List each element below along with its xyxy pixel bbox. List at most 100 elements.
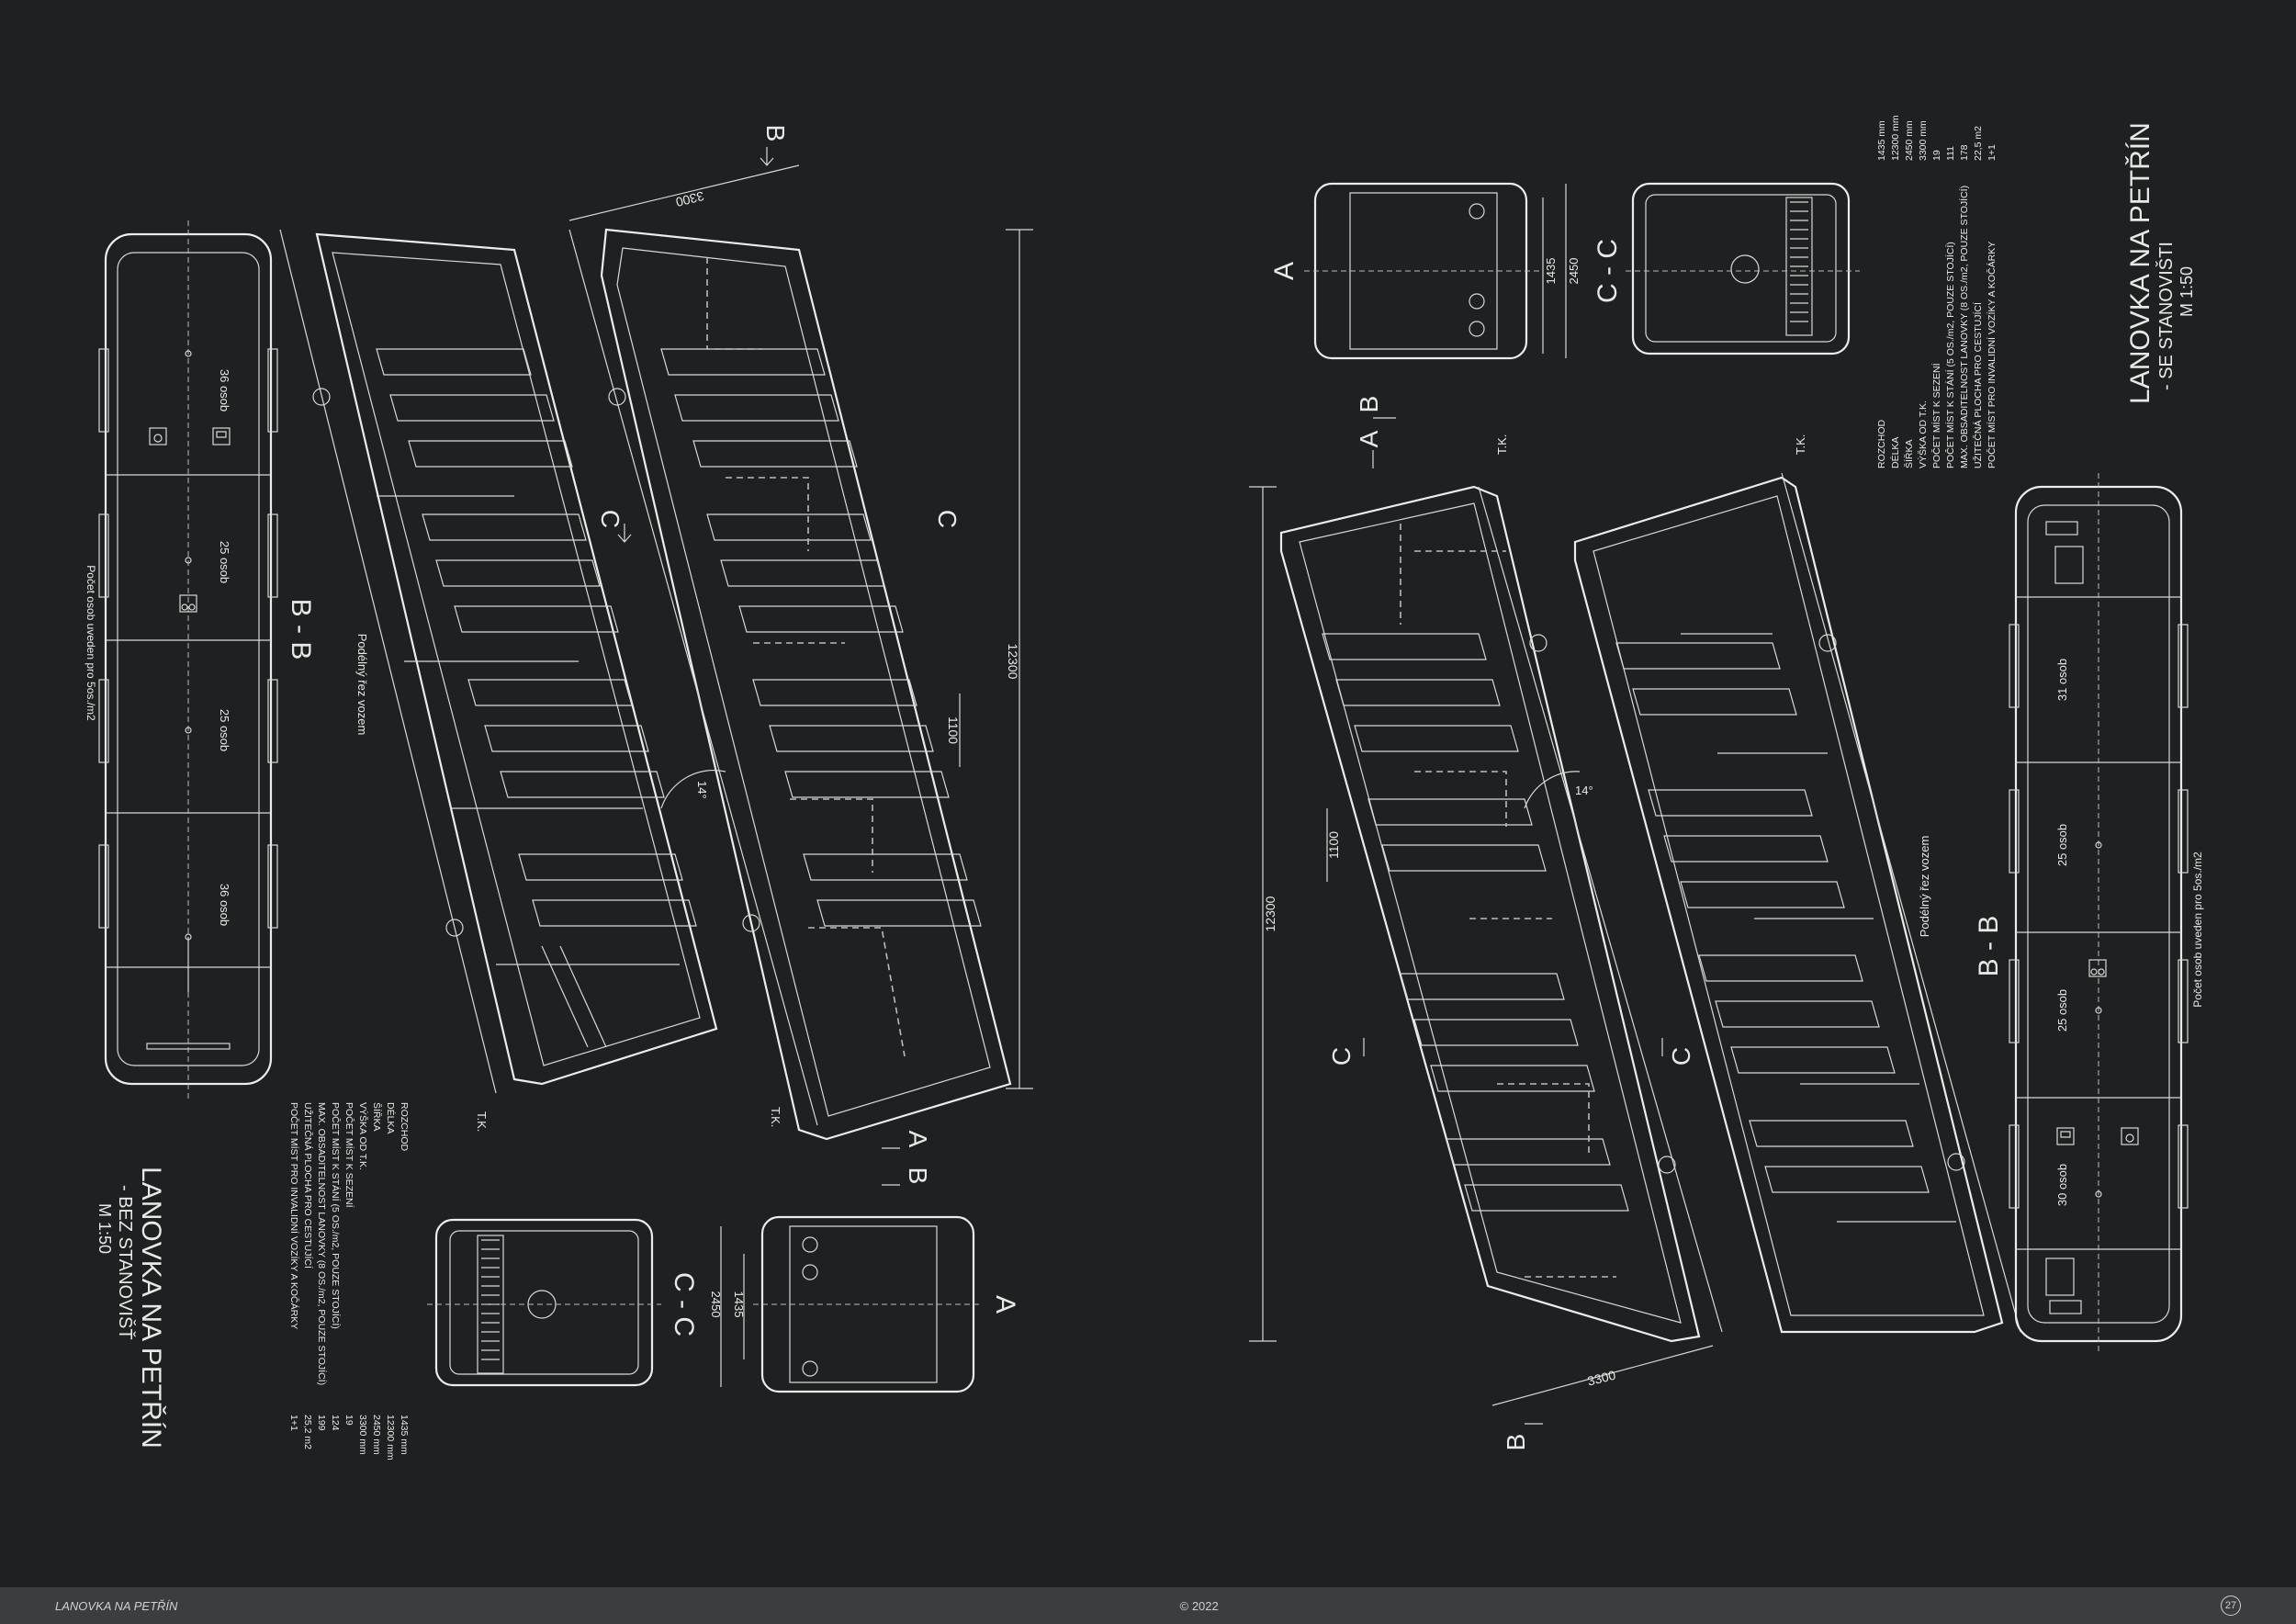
view-label-a: A — [1269, 262, 1300, 280]
dim-angle: 14° — [1575, 784, 1593, 797]
marker-c: C — [1667, 1047, 1695, 1066]
spec-value: 1+1 — [288, 1415, 299, 1431]
view-label-bb: B - B — [1974, 916, 2004, 977]
tk-label: T.K. — [769, 1107, 782, 1127]
spec-value: 1+1 — [1986, 144, 1998, 161]
drawing-subtitle: - BEZ STANOVIŠŤ — [115, 1185, 136, 1340]
spec-label: UŽITEČNÁ PLOCHA PRO CESTUJÍCÍ — [302, 1102, 314, 1269]
view-label-cc: C - C — [669, 1272, 699, 1336]
footer-copyright: © 2022 — [1179, 1598, 1219, 1613]
dim-car-width: 2450 — [1567, 258, 1581, 285]
dim-gauge: 1435 — [732, 1291, 746, 1318]
right-dimensions: 12300 3300 1100 14° A B C C B — [1249, 396, 1714, 1451]
spec-value: 2450 mm — [371, 1415, 382, 1455]
spec-value: 12300 mm — [1890, 115, 1901, 161]
spec-label: DÉLKA — [385, 1102, 397, 1133]
spec-value: 22,5 m2 — [1973, 126, 1984, 161]
marker-a: A — [1355, 430, 1383, 447]
drawing-subtitle: - SE STANOVIŠTI — [2155, 242, 2177, 390]
spec-label: VÝŠKA OD T.K. — [357, 1102, 369, 1170]
spec-label: ŠÍŘKA — [1903, 439, 1915, 468]
left-cc-section: C - C — [427, 1218, 699, 1387]
spec-value: 2450 mm — [1904, 120, 1915, 161]
compartment-capacity: 25 osob — [2055, 824, 2069, 866]
bicycle-icon — [179, 594, 197, 613]
right-plan-bb: 31 osob 25 osob 25 osob 30 osob Počet os… — [1974, 473, 2204, 1355]
marker-c: C — [933, 510, 962, 528]
spec-label: POČET MÍST PRO INVALIDNÍ VOZÍKY A KOČÁRK… — [1986, 242, 1998, 468]
spec-value: 12300 mm — [385, 1415, 396, 1460]
spec-label: ROZCHOD — [399, 1102, 410, 1151]
view-label-bb: B - B — [286, 599, 316, 660]
left-title-block: LANOVKA NA PETŘÍN - BEZ STANOVIŠŤ M 1:50… — [96, 1102, 410, 1460]
tk-label: T.K. — [475, 1111, 489, 1132]
spec-value: 199 — [316, 1415, 327, 1431]
page-number: 27 — [2221, 1596, 2241, 1616]
left-section-1: Podélný řez vozem T.K. — [279, 229, 718, 1132]
marker-c: C — [596, 510, 625, 528]
spec-label: UŽITEČNÁ PLOCHA PRO CESTUJÍCÍ — [1972, 302, 1984, 468]
stroller-icon — [2056, 1127, 2075, 1145]
drawing-title: LANOVKA NA PETŘÍN — [136, 1167, 166, 1449]
spec-label: POČET MÍST PRO INVALIDNÍ VOZÍKY A KOČÁRK… — [288, 1102, 300, 1329]
left-plan-bb: 36 osob 25 osob 25 osob 36 osob Počet os… — [84, 220, 316, 1102]
right-cc-section: C - C — [1593, 182, 1860, 355]
spec-value: 111 — [1945, 146, 1956, 161]
right-section-2: Podélný řez vozem T.K. — [1573, 434, 2021, 1334]
dim-length: 12300 — [1006, 644, 1020, 680]
spec-label: ŠÍŘKA — [371, 1102, 383, 1132]
spec-label: DÉLKA — [1889, 437, 1901, 468]
drawing-title: LANOVKA NA PETŘÍN — [2125, 122, 2155, 404]
dim-spacing: 1100 — [946, 716, 961, 744]
dim-spacing: 1100 — [1326, 831, 1341, 859]
marker-a: A — [904, 1131, 932, 1148]
wheelchair-icon — [2121, 1127, 2139, 1145]
dim-width: 3300 — [674, 188, 705, 209]
spec-value: 1435 mm — [1876, 120, 1887, 161]
compartment-capacity: 36 osob — [218, 884, 231, 926]
spec-label: POČET MÍST K STÁNÍ (5 OS./m2, POUZE STOJ… — [330, 1102, 342, 1329]
marker-b: B — [1502, 1434, 1530, 1451]
marker-b: B — [904, 1167, 932, 1185]
stroller-icon — [212, 427, 231, 445]
tk-label: T.K. — [1495, 434, 1509, 455]
drawing-scale: M 1:50 — [2178, 266, 2196, 317]
compartment-capacity: 36 osob — [218, 369, 231, 412]
technical-drawing: 36 osob 25 osob 25 osob 36 osob Počet os… — [84, 115, 2204, 1460]
spec-label: POČET MÍST K STÁNÍ (5 OS./m2, POUZE STOJ… — [1944, 242, 1956, 468]
compartment-capacity: 25 osob — [2055, 989, 2069, 1032]
spec-list: ROZCHOD DÉLKA ŠÍŘKA VÝŠKA OD T.K. POČET … — [1876, 115, 1998, 468]
spec-label: ROZCHOD — [1876, 420, 1887, 468]
spec-value: 3300 mm — [1918, 120, 1929, 161]
spec-label: MAX. OBSADITELNOST LANOVKY (8 OS./m2, PO… — [316, 1102, 328, 1385]
left-section-2: T.K. — [568, 228, 1012, 1141]
drawing-sheet: 36 osob 25 osob 25 osob 36 osob Počet os… — [84, 115, 2204, 1460]
view-label-cc: C - C — [1593, 239, 1623, 303]
dim-width: 3300 — [1586, 1368, 1617, 1389]
spec-value: 178 — [1959, 144, 1970, 161]
section-label: Podélný řez vozem — [1918, 836, 1931, 938]
spec-value: 25,2 m2 — [302, 1415, 313, 1449]
right-title-block: LANOVKA NA PETŘÍN - SE STANOVIŠTI M 1:50… — [1876, 115, 2196, 468]
wheelchair-icon — [149, 427, 167, 445]
spec-value: 19 — [1931, 150, 1942, 161]
dim-length: 12300 — [1263, 896, 1277, 931]
spec-value: 19 — [343, 1415, 355, 1426]
dim-car-width: 2450 — [709, 1291, 723, 1318]
page-footer: LANOVKA NA PETŘÍN © 2022 27 — [0, 1587, 2296, 1624]
spec-label: VÝŠKA OD T.K. — [1917, 400, 1929, 468]
marker-b: B — [1355, 396, 1383, 413]
section-label: Podélný řez vozem — [355, 634, 369, 736]
compartment-capacity: 25 osob — [218, 541, 231, 583]
left-a-view: 2450 1435 A — [709, 1215, 1020, 1393]
dim-gauge: 1435 — [1544, 258, 1558, 285]
spec-value: 124 — [330, 1415, 341, 1431]
view-label-a: A — [990, 1295, 1020, 1314]
left-dimensions: 12300 3300 1100 14° B C C A B — [568, 125, 1033, 1186]
compartment-capacity: 25 osob — [218, 709, 231, 751]
spec-value: 1435 mm — [399, 1415, 410, 1455]
spec-label: POČET MÍST K SEZENÍ — [343, 1102, 355, 1208]
footer-title: LANOVKA NA PETŘÍN — [55, 1598, 178, 1613]
marker-c: C — [1327, 1047, 1356, 1066]
spec-label: MAX. OBSADITELNOST LANOVKY (8 OS./m2, PO… — [1958, 186, 1970, 468]
